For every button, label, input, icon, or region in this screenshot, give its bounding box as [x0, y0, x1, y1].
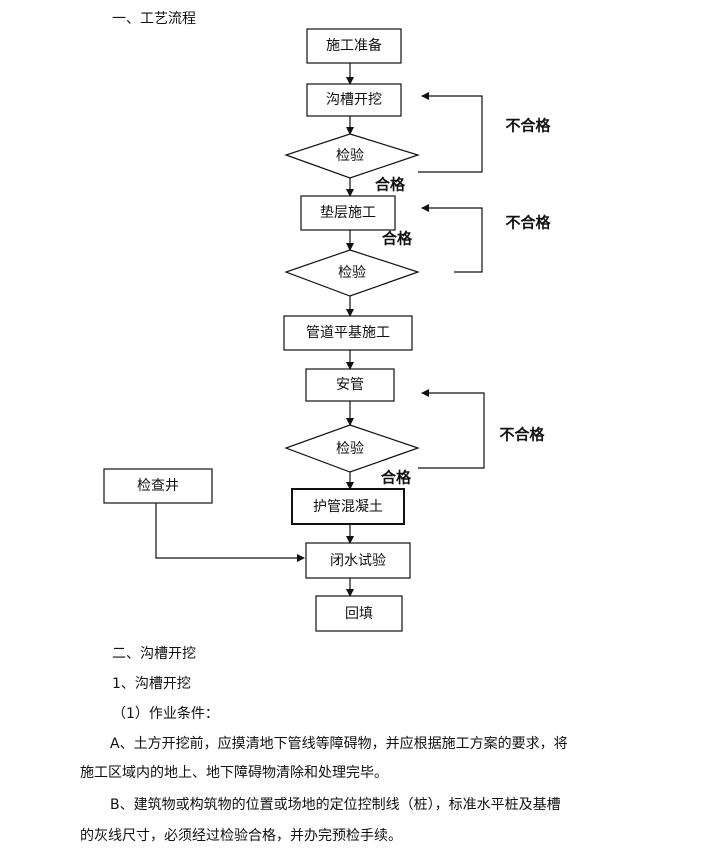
- inspect-2-diamond: [284, 249, 420, 297]
- inspect-3-label: 检验: [336, 441, 364, 457]
- inspect-1-diamond: [284, 133, 420, 179]
- section-2-subtitle: 1、沟槽开挖: [112, 676, 191, 692]
- step-base-label: 管道平基施工: [306, 324, 390, 341]
- step-trench-box: [306, 83, 402, 117]
- step-cushion-box: [300, 195, 396, 231]
- step-install-label: 安管: [336, 377, 364, 393]
- step-base-box: [283, 315, 413, 351]
- paragraph-b-line-2: 的灰线尺寸，必须经过检验合格，并办完预检手续。: [80, 828, 402, 844]
- step-watertest-box: [305, 542, 411, 579]
- pass-label-1: 合格: [374, 176, 406, 194]
- fail-label-3: 不合格: [499, 426, 545, 444]
- step-backfill-box: [315, 595, 403, 632]
- step-prep-box: [306, 28, 402, 64]
- step-watertest-label: 闭水试验: [330, 553, 386, 569]
- fail-label-2: 不合格: [505, 214, 551, 232]
- paragraph-a-line-1: A、土方开挖前，应摸清地下管线等障碍物，并应根据施工方案的要求，将: [110, 736, 568, 752]
- step-backfill-label: 回填: [345, 606, 373, 622]
- step-trench-label: 沟槽开挖: [326, 92, 382, 108]
- inspect-1-label: 检验: [336, 148, 364, 164]
- step-prep-label: 施工准备: [326, 37, 382, 54]
- inspect-2-label: 检验: [338, 265, 366, 281]
- step-concrete-box: [291, 488, 405, 525]
- pass-label-2: 合格: [381, 230, 413, 248]
- conditions-heading: （1）作业条件：: [112, 706, 219, 722]
- paragraph-a-line-2: 施工区域内的地上、地下障碍物清除和处理完毕。: [80, 765, 388, 781]
- section-2-title: 二、沟槽开挖: [112, 646, 196, 662]
- pass-label-3: 合格: [380, 469, 412, 487]
- fail-label-1: 不合格: [505, 117, 551, 135]
- step-well-box: [103, 468, 213, 504]
- step-install-box: [305, 368, 395, 402]
- step-cushion-label: 垫层施工: [320, 205, 376, 221]
- step-well-label: 检查井: [137, 478, 179, 494]
- step-concrete-label: 护管混凝土: [313, 499, 383, 515]
- paragraph-b-line-1: B、建筑物或构筑物的位置或场地的定位控制线（桩），标准水平桩及基槽: [110, 797, 561, 813]
- process-flowchart: 施工准备 沟槽开挖 垫层施工 管道平基施工 安管 护管混凝土 闭水试验 回填 检…: [103, 28, 551, 632]
- section-1-title: 一、工艺流程: [112, 11, 196, 27]
- inspect-3-diamond: [284, 424, 420, 473]
